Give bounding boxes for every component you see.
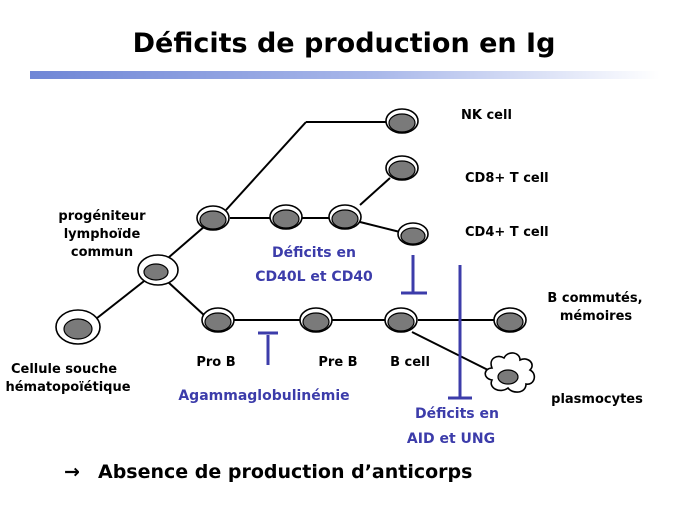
label-cd8-cell: CD8+ T cell: [465, 171, 549, 186]
title-underline-bar: [30, 71, 660, 79]
label-b-switched-2: mémoires: [560, 309, 633, 324]
label-stem-1: Cellule souche: [11, 362, 117, 377]
block-cd40: [401, 255, 427, 295]
cell-cd4: [397, 222, 429, 246]
deficit-cd40-line2: CD40L et CD40: [255, 269, 373, 285]
conclusion-arrow: →: [64, 461, 80, 483]
line-stem-to-progenitor: [91, 277, 149, 323]
label-pre-b: Pre B: [318, 355, 357, 370]
cell-progenitor: [137, 254, 179, 286]
line-progenitor-to-t-precursor: [167, 225, 206, 259]
cell-pre-b: [299, 307, 333, 333]
block-aid: [448, 265, 472, 400]
label-b-cell: B cell: [390, 355, 430, 370]
deficit-cd40-line1: Déficits en: [272, 245, 356, 261]
label-plasmocytes: plasmocytes: [551, 392, 643, 407]
cell-nk: [385, 108, 419, 134]
cell-b-switched: [493, 307, 527, 333]
label-progenitor-1: progéniteur: [58, 209, 146, 224]
lineage-lines: [91, 121, 494, 373]
label-progenitor-2: lymphoïde: [64, 227, 141, 242]
cell-b: [384, 307, 418, 333]
cell-cd8: [385, 155, 419, 181]
deficit-agamma: Agammaglobulinémie: [178, 388, 349, 404]
cell-t-precursor: [196, 205, 230, 231]
line-to-nk-branch: [225, 121, 307, 211]
label-stem-2: hématopoïétique: [5, 380, 130, 395]
label-nk-cell: NK cell: [461, 108, 512, 123]
deficit-aid-line2: AID et UNG: [407, 431, 495, 447]
label-cd4-cell: CD4+ T cell: [465, 225, 549, 240]
conclusion-text: Absence de production d’anticorps: [98, 461, 472, 483]
deficit-aid-line1: Déficits en: [415, 406, 499, 422]
cell-t-early: [269, 204, 303, 230]
label-b-switched-1: B commutés,: [547, 291, 642, 306]
cell-stem: [55, 309, 101, 345]
line-to-cd8: [359, 177, 391, 206]
label-progenitor-3: commun: [71, 245, 133, 260]
page-title: Déficits de production en Ig: [133, 28, 556, 59]
block-agamma: [258, 331, 278, 365]
cell-t-double: [328, 204, 362, 230]
line-b-to-plasmocyte: [411, 331, 493, 373]
label-pro-b: Pro B: [196, 355, 235, 370]
line-to-cd4: [359, 221, 401, 233]
cell-pro-b: [201, 307, 235, 333]
cell-plasmocyte: [484, 352, 536, 393]
line-progenitor-to-pro-b: [167, 281, 206, 317]
